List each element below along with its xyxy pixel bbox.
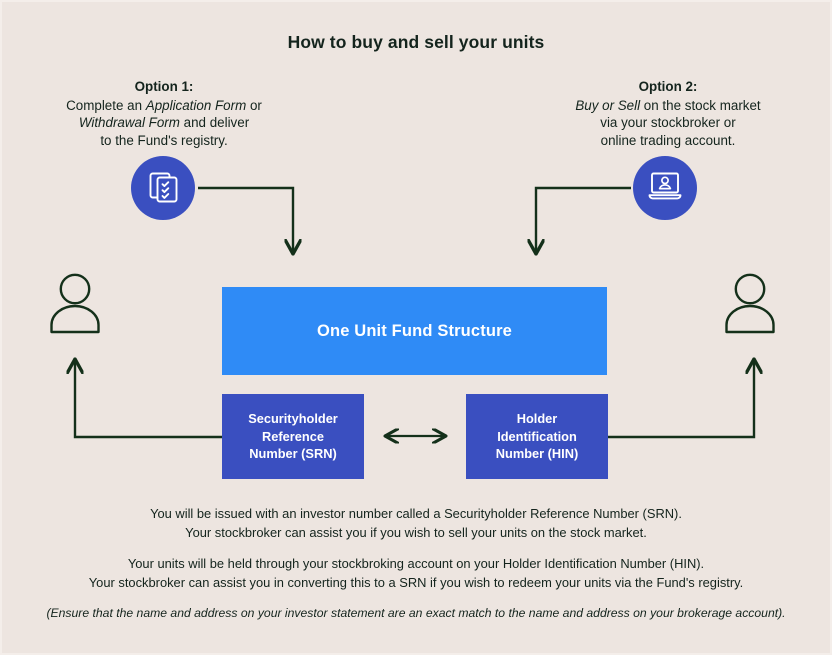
one-unit-fund-structure-box: One Unit Fund Structure (222, 287, 607, 375)
hin-label-line3: Number (HIN) (495, 446, 579, 462)
checklist-documents-icon (146, 169, 180, 208)
option-1-line1-post: or (246, 97, 262, 113)
option-1-line1-pre: Complete an (66, 97, 146, 113)
option-1-line1-emphasis: Application Form (145, 97, 247, 113)
investor-right-figure (723, 272, 777, 339)
option-1-heading: Option 1: (134, 79, 194, 94)
person-icon (48, 273, 102, 338)
hin-footnote-line1: Your units will be held through your sto… (127, 556, 705, 571)
option-2-text-block: Option 2: Buy or Sell on the stock marke… (554, 78, 782, 149)
option-1-line2-post: and deliver (179, 115, 250, 131)
person-icon (723, 273, 777, 338)
srn-label-line3: Number (SRN) (249, 446, 337, 462)
option-2-icon-badge (633, 156, 697, 220)
option-1-body: Complete an Application Form or Withdraw… (50, 97, 278, 150)
option-1-text-block: Option 1: Complete an Application Form o… (50, 78, 278, 149)
srn-footnote-line1: You will be issued with an investor numb… (150, 506, 682, 521)
hin-footnote: Your units will be held through your sto… (2, 554, 830, 592)
srn-box: Securityholder Reference Number (SRN) (222, 394, 364, 479)
option-2-body: Buy or Sell on the stock market via your… (554, 97, 782, 150)
option-2-line1-post: on the stock market (640, 97, 761, 113)
investor-left-figure (48, 272, 102, 339)
connector-option1-to-fund (198, 186, 293, 254)
srn-box-label: Securityholder Reference Number (SRN) (248, 410, 338, 463)
option-2-line1-emphasis: Buy or Sell (575, 97, 641, 113)
srn-label-line2: Reference (262, 428, 324, 444)
connector-srn-to-investor-left (75, 359, 222, 439)
hin-label-line2: Identification (497, 428, 577, 444)
option-2-line3: online trading account. (600, 132, 736, 148)
page-title: How to buy and sell your units (287, 32, 545, 52)
option-2-line2: via your stockbroker or (600, 115, 736, 131)
connector-option2-to-fund (536, 186, 631, 254)
fund-box-label: One Unit Fund Structure (316, 321, 513, 340)
srn-label-line1: Securityholder (248, 411, 338, 427)
hin-box-label: Holder Identification Number (HIN) (496, 410, 578, 463)
hin-footnote-line2: Your stockbroker can assist you in conve… (88, 575, 744, 590)
ensure-name-match-note: (Ensure that the name and address on you… (2, 604, 830, 623)
option-2-heading: Option 2: (638, 79, 698, 94)
option-1-line3: to the Fund's registry. (100, 132, 228, 148)
hin-box: Holder Identification Number (HIN) (466, 394, 608, 479)
option-1-line2-emphasis: Withdrawal Form (78, 115, 180, 131)
srn-footnote-line2: Your stockbroker can assist you if you w… (185, 525, 647, 540)
laptop-person-icon (647, 169, 683, 208)
ensure-note-line: (Ensure that the name and address on you… (46, 606, 786, 620)
connector-hin-to-investor-right (608, 359, 754, 439)
hin-label-line1: Holder (516, 411, 558, 427)
option-1-icon-badge (131, 156, 195, 220)
srn-footnote: You will be issued with an investor numb… (2, 504, 830, 542)
